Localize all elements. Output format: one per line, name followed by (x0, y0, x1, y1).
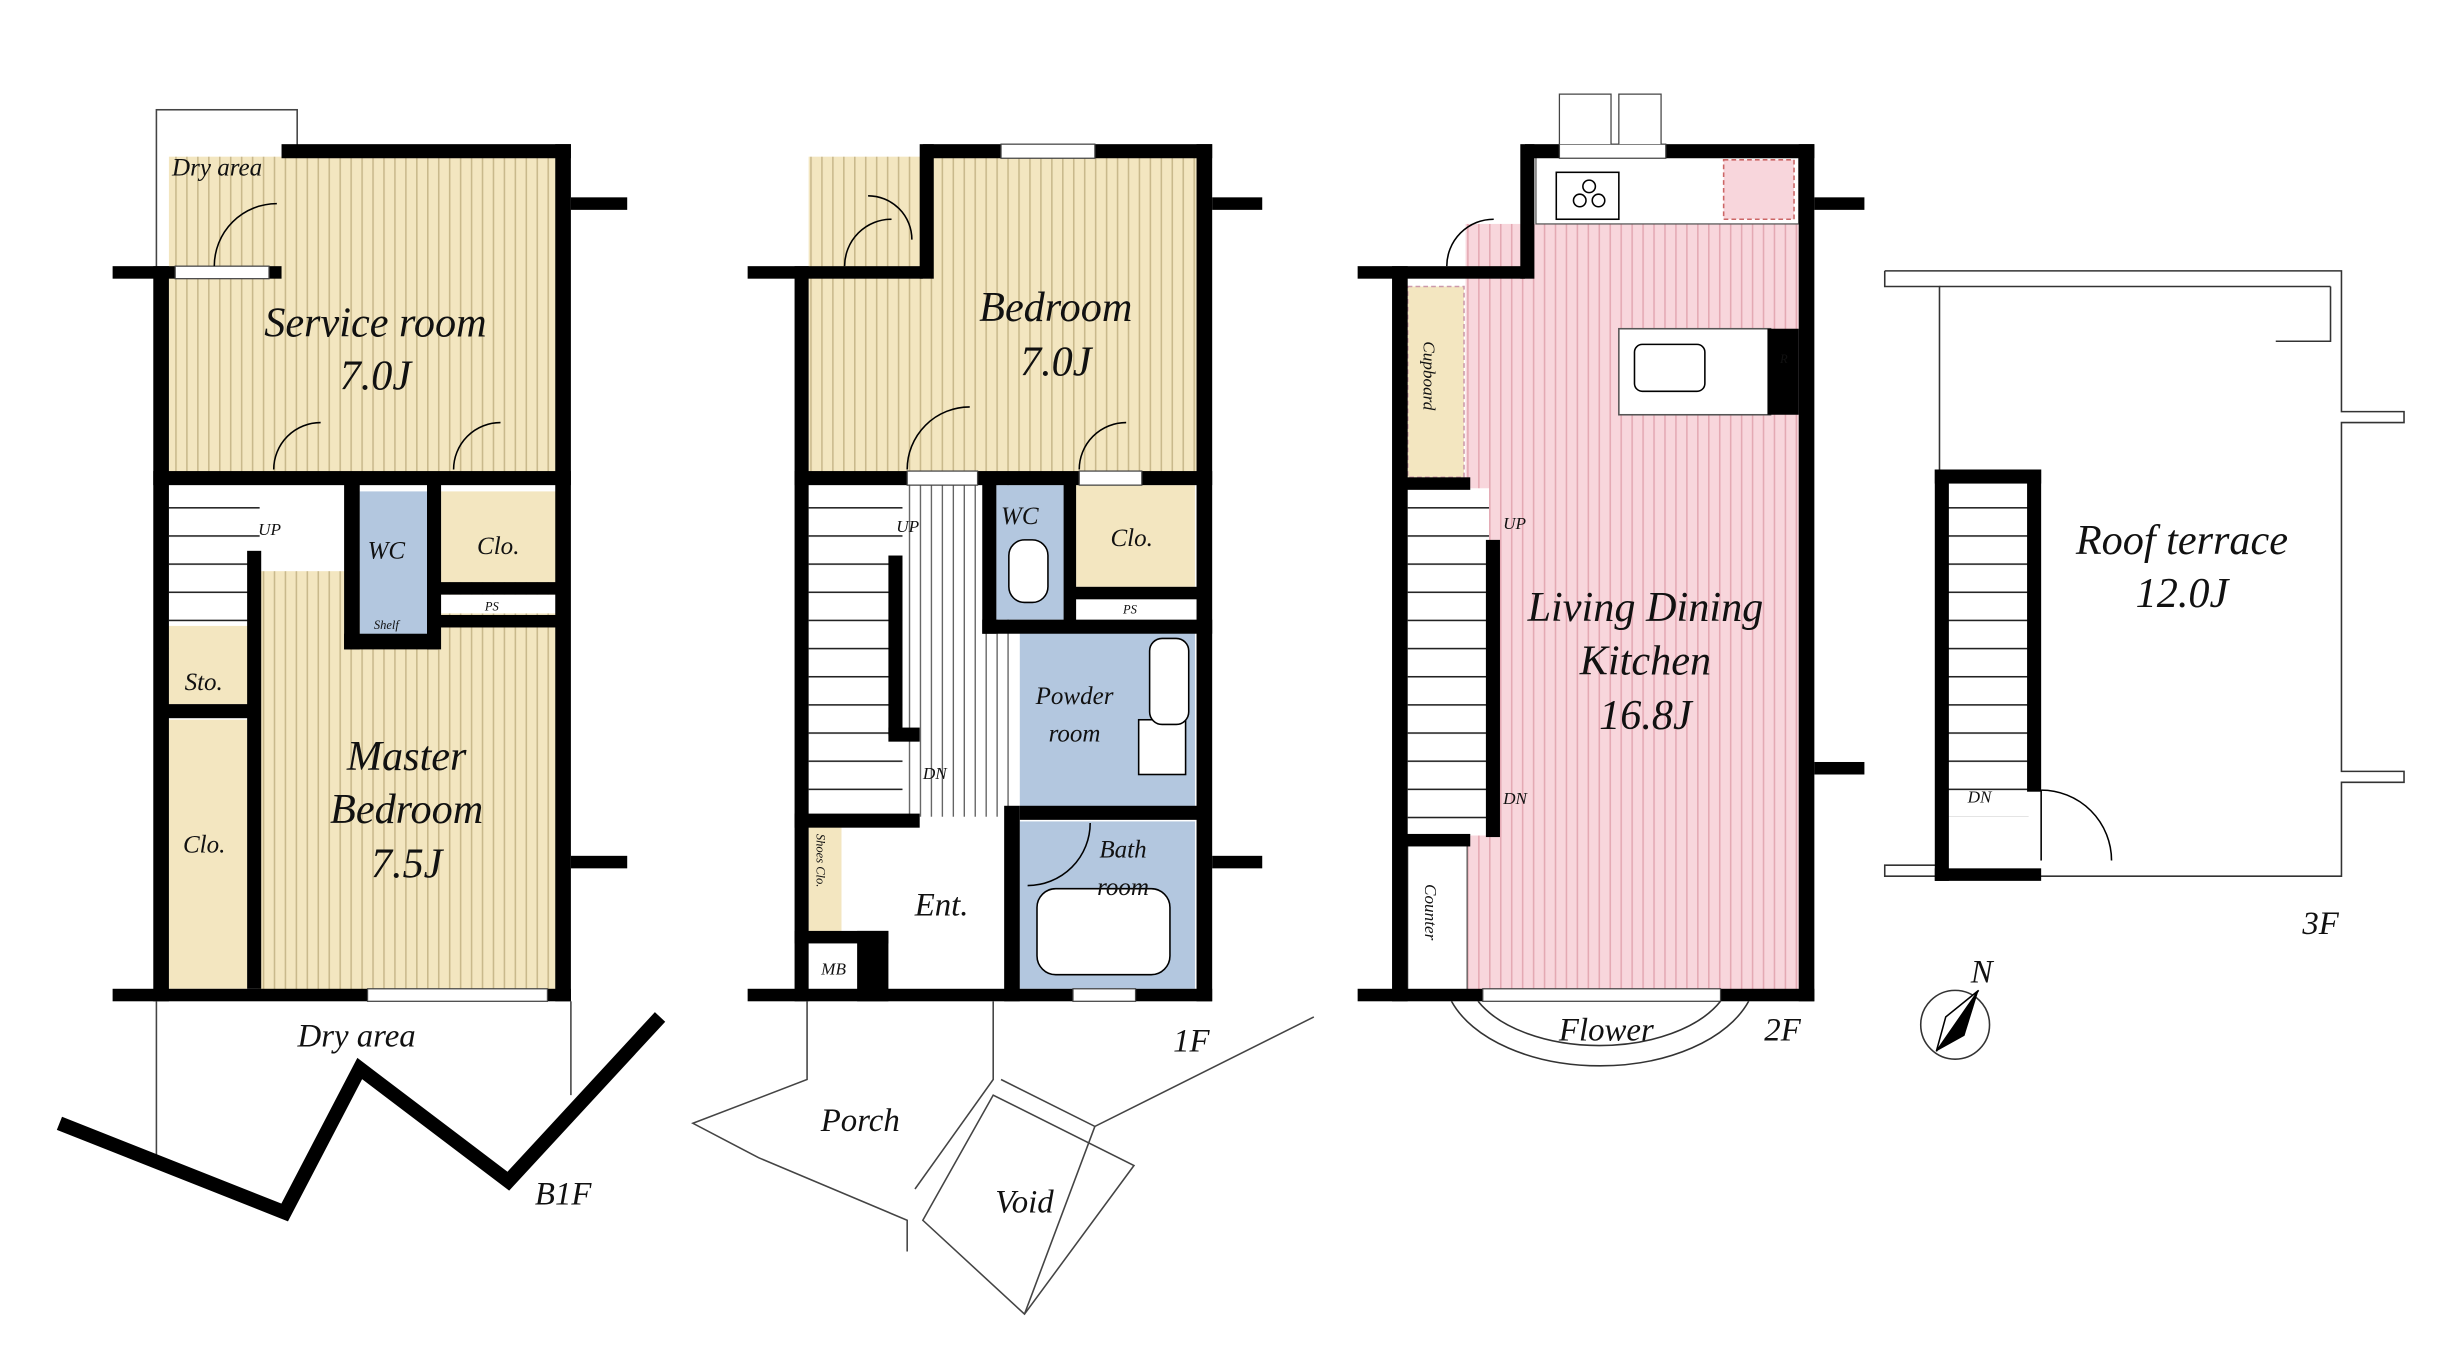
wc-label-b1f: WC (368, 538, 406, 565)
wc-label-1f: WC (1001, 503, 1039, 530)
service-room-label: Service room (264, 300, 486, 347)
roof-terrace-size: 12.0J (2136, 570, 2231, 617)
floor-label-b1f: B1F (535, 1177, 592, 1213)
flower-label: Flower (1558, 1012, 1654, 1048)
north-label: N (1970, 955, 1995, 991)
up-label-2f: UP (1503, 514, 1526, 533)
dn-label-2f: DN (1502, 789, 1528, 808)
bath-room-label-1: Bath (1099, 836, 1146, 863)
porch-label: Porch (820, 1103, 900, 1139)
roof-terrace-outline (1883, 270, 2405, 877)
powder-room-label-1: Powder (1035, 683, 1114, 710)
service-room-floor (168, 156, 557, 473)
up-label-1f: UP (896, 517, 919, 536)
dn-label-3f: DN (1967, 788, 1993, 807)
dry-area-bottom-label: Dry area (297, 1019, 416, 1055)
ldk-label-1: Living Dining (1527, 584, 1764, 631)
floor-label-3f: 3F (2301, 906, 2339, 942)
shelf-label: Shelf (374, 618, 401, 632)
master-bedroom-size: 7.5J (371, 841, 445, 888)
dry-area-top-label: Dry area (171, 154, 262, 181)
closet-b1f-floor (441, 491, 557, 583)
bedroom-label: Bedroom (979, 284, 1132, 331)
retaining-wall (56, 1012, 666, 1222)
floor-3f: DN Roof terrace 12.0J 3F (1883, 270, 2405, 942)
ps-label-1f: PS (1122, 602, 1138, 616)
cupboard-label: Cupboard (1419, 341, 1438, 410)
shoes-closet-floor (808, 826, 842, 933)
floor-label-2f: 2F (1764, 1012, 1801, 1048)
mb-label: MB (820, 960, 846, 979)
stairs-2f (1407, 488, 1490, 836)
stairs-3f (1947, 488, 2029, 817)
stairs-1f (808, 488, 903, 817)
bath-room-label-2: room (1097, 874, 1149, 901)
service-room-size: 7.0J (340, 353, 414, 400)
counter-label: Counter (1421, 884, 1440, 941)
cupboard-floor (1406, 285, 1465, 479)
fridge-label: R (1779, 352, 1788, 366)
ps-label-b1f: PS (484, 599, 500, 613)
closet2-label-b1f: Clo. (183, 832, 225, 859)
closet2-b1f-floor (168, 719, 248, 989)
entrance-label: Ent. (914, 887, 969, 923)
void-label: Void (995, 1184, 1054, 1220)
bathtub (1036, 887, 1171, 976)
bedroom-size: 7.0J (1020, 339, 1094, 386)
up-label-b1f: UP (258, 520, 281, 539)
closet-label-1f: Clo. (1111, 525, 1153, 552)
wc-b1f-floor (359, 491, 427, 636)
stove-icon (1555, 171, 1620, 221)
floor-1f: Bedroom 7.0J UP WC Clo. PS Powder room D… (691, 143, 1315, 1316)
bedroom-floor (808, 156, 1197, 473)
master-bedroom-label-2: Bedroom (330, 786, 483, 833)
storage-floor (168, 625, 251, 705)
walls-3f (1934, 469, 2042, 881)
ldk-size: 16.8J (1599, 692, 1694, 739)
floor-label-1f: 1F (1173, 1023, 1210, 1059)
floor-b1f: Dry area Service room 7.0J UP WC Shelf C… (56, 108, 666, 1222)
storage-label: Sto. (185, 669, 223, 696)
counter-floor (1407, 844, 1468, 991)
ps-b1f (441, 594, 557, 614)
bay-window (1450, 1000, 1750, 1067)
roof-terrace-label: Roof terrace (2075, 517, 2288, 564)
walls-2f (1357, 144, 1865, 1002)
closet-1f-floor (1076, 485, 1195, 587)
closet-label-b1f: Clo. (477, 533, 519, 560)
compass-icon: N (1919, 955, 1995, 1060)
sink-icon (1633, 343, 1706, 393)
walls-b1f (112, 144, 628, 1002)
master-bedroom-label-1: Master (346, 733, 467, 780)
dn-label-1f: DN (922, 764, 948, 783)
floor-2f: R Cupboard UP DN Counter Living Dining K… (1357, 93, 1865, 1067)
ldk-label-2: Kitchen (1579, 637, 1711, 684)
shoes-closet-label: Shoes Clo. (813, 834, 827, 887)
powder-room-label-2: room (1049, 721, 1101, 748)
porch-outline (691, 1001, 1315, 1316)
